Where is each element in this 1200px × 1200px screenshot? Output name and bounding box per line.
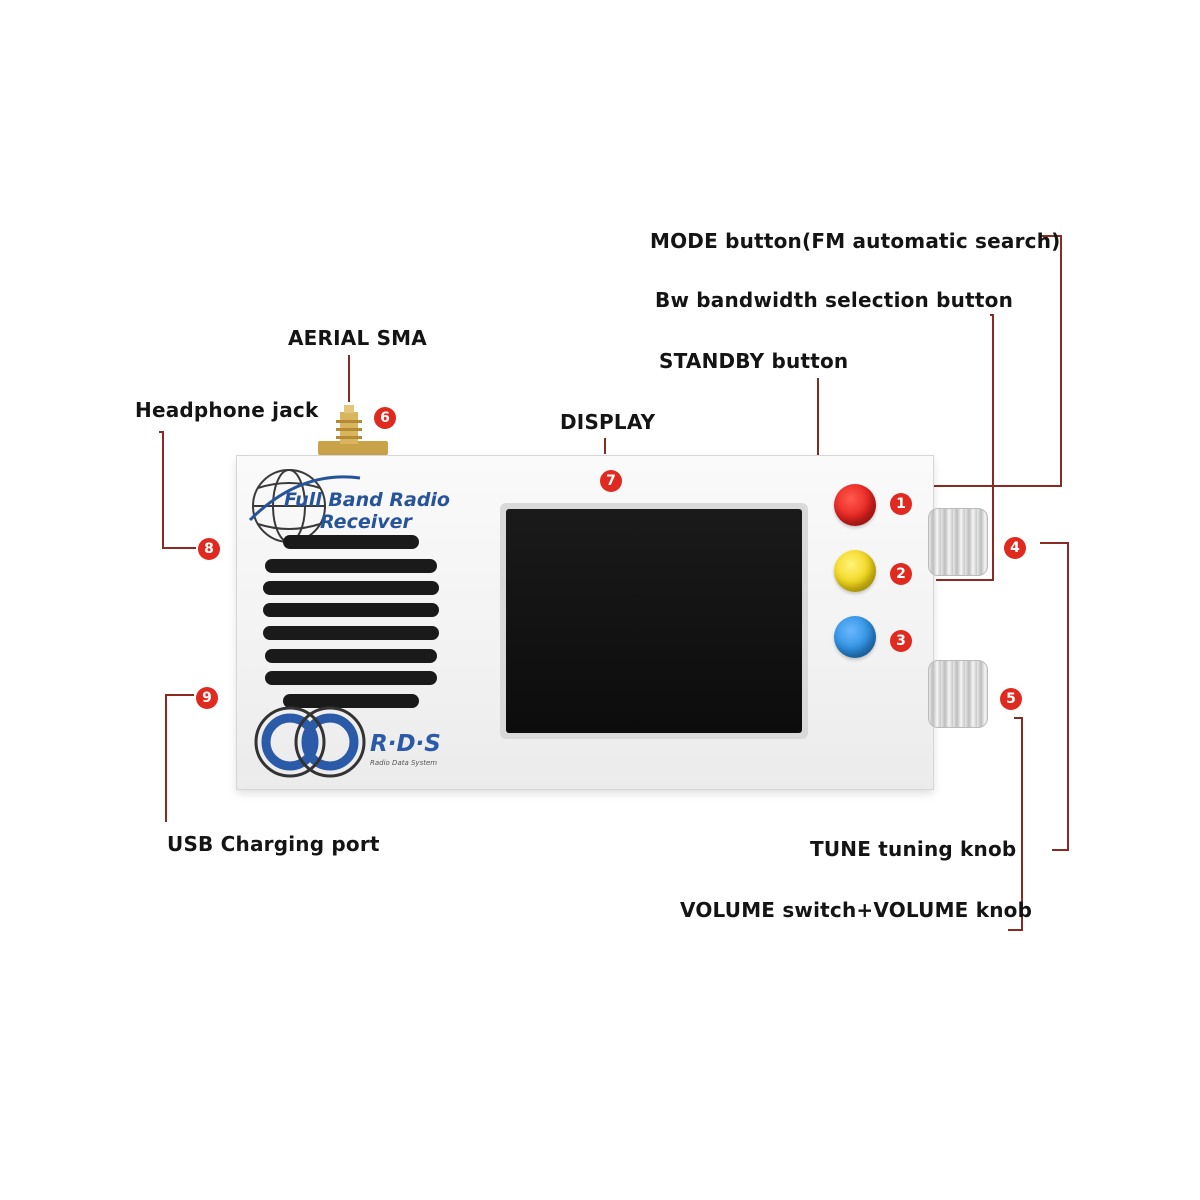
label-headphone-jack: Headphone jack — [135, 398, 319, 422]
rds-logo-text: R·D·S — [370, 731, 441, 757]
tune-knob[interactable] — [928, 508, 988, 576]
standby-button[interactable] — [834, 616, 876, 658]
badge-1: 1 — [890, 493, 912, 515]
label-mode-button: MODE button(FM automatic search) — [650, 229, 1061, 253]
display-panel — [506, 509, 802, 733]
brand-logo-text: Full Band Radio Receiver — [284, 489, 450, 533]
speaker-grille-slot — [265, 559, 437, 573]
badge-7: 7 — [600, 470, 622, 492]
speaker-grille-slot — [263, 603, 439, 617]
brand-logo-line1: Full Band Radio — [284, 489, 450, 511]
volume-knob[interactable] — [928, 660, 988, 728]
speaker-grille-slot — [263, 626, 439, 640]
bw-button[interactable] — [834, 550, 876, 592]
label-aerial-sma: AERIAL SMA — [288, 326, 427, 350]
brand-logo-line2: Receiver — [320, 511, 412, 533]
label-tune-knob: TUNE tuning knob — [810, 837, 1017, 861]
display-screen — [500, 503, 808, 739]
label-bw-button: Bw bandwidth selection button — [655, 288, 1014, 312]
label-usb-port: USB Charging port — [167, 832, 380, 856]
speaker-grille-slot — [263, 581, 439, 595]
leader-line-tune — [1040, 542, 1069, 851]
badge-9: 9 — [196, 687, 218, 709]
speaker-grille-slot — [283, 535, 419, 549]
leader-line-bw — [936, 314, 994, 581]
badge-2: 2 — [890, 563, 912, 585]
leader-line-volume — [1008, 717, 1023, 931]
rds-subtitle: Radio Data System — [370, 759, 438, 767]
badge-8: 8 — [198, 538, 220, 560]
badge-6: 6 — [374, 407, 396, 429]
leader-line-usb — [165, 694, 194, 822]
label-volume-knob: VOLUME switch+VOLUME knob — [680, 898, 1033, 922]
badge-3: 3 — [890, 630, 912, 652]
label-display: DISPLAY — [560, 410, 656, 434]
label-standby-button: STANDBY button — [659, 349, 849, 373]
leader-line-mode — [934, 235, 1062, 487]
badge-5: 5 — [1000, 688, 1022, 710]
mode-button[interactable] — [834, 484, 876, 526]
badge-4: 4 — [1004, 537, 1026, 559]
leader-line-headphone — [159, 431, 196, 549]
speaker-grille-slot — [265, 671, 437, 685]
speaker-grille-slot — [265, 649, 437, 663]
speaker-grille-slot — [283, 694, 419, 708]
